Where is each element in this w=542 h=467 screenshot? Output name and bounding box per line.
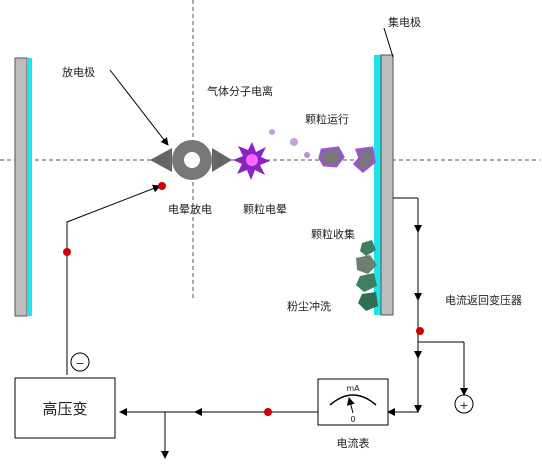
corona-discharge-label: 电晕放电 [168, 202, 212, 216]
hv-transformer-label: 高压变 [42, 400, 87, 418]
charge-dot [264, 408, 272, 416]
left-plate [14, 57, 32, 317]
charge-dot [158, 182, 166, 190]
plus-sign: + [459, 399, 468, 412]
particle-moving-label: 颗粒运行 [305, 112, 349, 126]
hv-transformer-box [14, 377, 116, 439]
ionization-spark [233, 142, 270, 180]
ammeter-label: 电流表 [337, 436, 370, 450]
ammeter-unit: mA [346, 384, 360, 393]
plus-terminal-icon [454, 394, 474, 414]
particle-charging-label: 颗粒电晕 [243, 202, 287, 216]
charge-dot [63, 248, 71, 256]
collector-leader [383, 27, 394, 58]
dust-flushing-label: 粉尘冲洗 [287, 299, 331, 313]
minus-terminal-icon [70, 352, 90, 372]
charge-dot [416, 327, 424, 335]
collector-electrode-label: 集电极 [388, 15, 421, 29]
discharge-electrode [150, 140, 232, 180]
moving-particles [269, 129, 376, 173]
wiring [66, 184, 468, 459]
ammeter-zero: 0 [350, 415, 355, 424]
discharge-electrode-label: 放电极 [62, 65, 95, 79]
ammeter: mA 0 [317, 378, 389, 426]
gas-ionization-label: 气体分子电离 [207, 84, 273, 98]
collector-plate [374, 54, 394, 316]
minus-sign: − [75, 357, 84, 370]
collected-dust [356, 240, 378, 311]
current-return-label: 电流返回变压器 [445, 293, 522, 307]
particle-collection-label: 颗粒收集 [311, 227, 355, 241]
discharge-electrode-leader [109, 69, 169, 146]
